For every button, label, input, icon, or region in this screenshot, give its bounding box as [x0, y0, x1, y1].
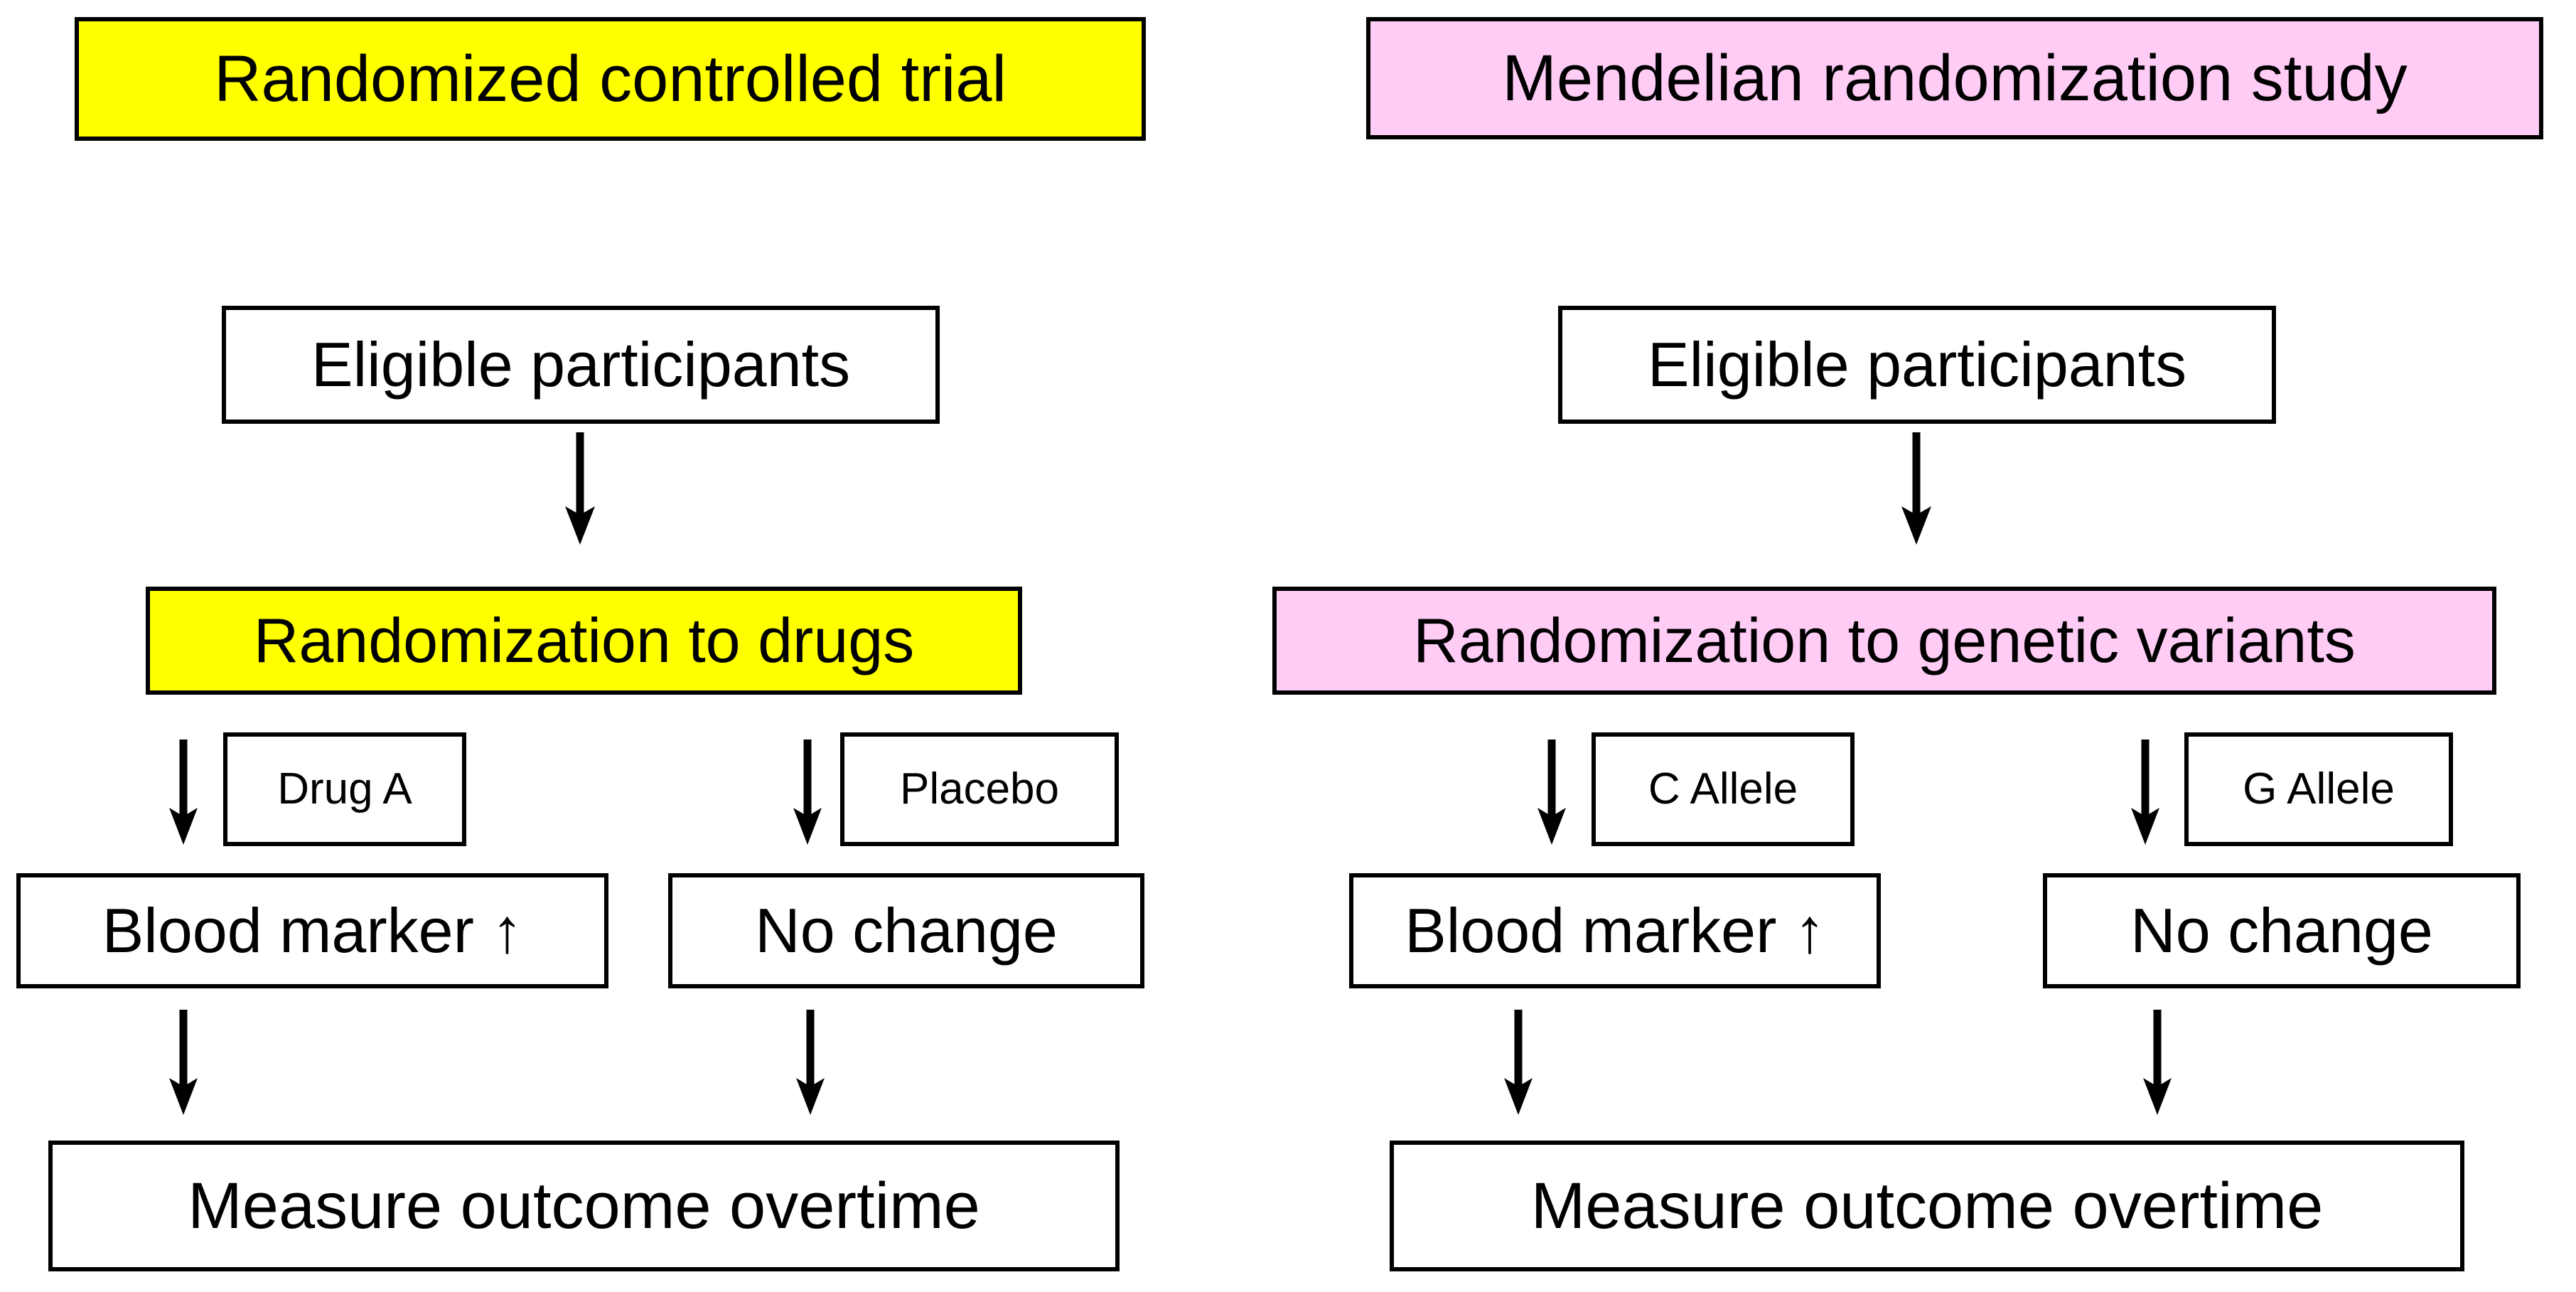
mr-eligible-participants-box: Eligible participants — [1558, 306, 2276, 424]
rct-outcome-right-label: No change — [755, 895, 1058, 966]
rct-outcome-right-box: No change — [668, 873, 1144, 988]
mr-title-box: Mendelian randomization study — [1366, 17, 2543, 139]
rct-arrow-to-drug-a — [167, 740, 200, 846]
mr-outcome-left-box: Blood marker ↑ — [1349, 873, 1881, 988]
mr-measure-outcome-label: Measure outcome overtime — [1530, 1169, 2324, 1242]
rct-branch-left-label: Drug A — [277, 764, 412, 814]
mr-randomization-label: Randomization to genetic variants — [1413, 604, 2356, 676]
rct-outcome-left-label: Blood marker ↑ — [102, 895, 523, 966]
mr-measure-outcome-box: Measure outcome overtime — [1390, 1141, 2464, 1271]
rct-eligible-participants-box: Eligible participants — [222, 306, 940, 424]
rct-eligible-participants-label: Eligible participants — [311, 329, 851, 400]
rct-outcome-left-box: Blood marker ↑ — [16, 873, 608, 988]
mr-branch-left-box: C Allele — [1592, 732, 1855, 846]
rct-measure-outcome-label: Measure outcome overtime — [188, 1169, 980, 1242]
mr-arrow-eligible-to-randomization — [1900, 432, 1933, 546]
mr-randomization-box: Randomization to genetic variants — [1272, 587, 2496, 695]
mr-arrow-left-outcome-to-measure — [1502, 1010, 1535, 1116]
mr-eligible-participants-label: Eligible participants — [1647, 329, 2187, 400]
rct-randomization-box: Randomization to drugs — [146, 587, 1022, 695]
rct-title-box: Randomized controlled trial — [75, 17, 1146, 141]
rct-branch-left-box: Drug A — [223, 732, 466, 846]
rct-branch-right-box: Placebo — [840, 732, 1119, 846]
rct-arrow-eligible-to-randomization — [564, 432, 596, 546]
mr-branch-right-label: G Allele — [2243, 764, 2395, 814]
mr-branch-right-box: G Allele — [2184, 732, 2453, 846]
mr-outcome-left-label: Blood marker ↑ — [1405, 895, 1825, 966]
rct-arrow-right-outcome-to-measure — [794, 1010, 827, 1116]
mr-outcome-right-box: No change — [2043, 873, 2521, 988]
rct-arrow-left-outcome-to-measure — [167, 1010, 200, 1116]
rct-measure-outcome-box: Measure outcome overtime — [48, 1141, 1120, 1271]
rct-title-label: Randomized controlled trial — [214, 42, 1007, 115]
rct-arrow-to-placebo — [791, 740, 824, 846]
mr-branch-left-label: C Allele — [1648, 764, 1798, 814]
rct-branch-right-label: Placebo — [899, 764, 1060, 814]
rct-randomization-label: Randomization to drugs — [253, 604, 915, 676]
mr-outcome-right-label: No change — [2130, 895, 2433, 966]
mr-arrow-to-c-allele — [1535, 740, 1568, 846]
mr-arrow-to-g-allele — [2129, 740, 2162, 846]
mr-arrow-right-outcome-to-measure — [2141, 1010, 2174, 1116]
mr-title-label: Mendelian randomization study — [1502, 41, 2408, 114]
